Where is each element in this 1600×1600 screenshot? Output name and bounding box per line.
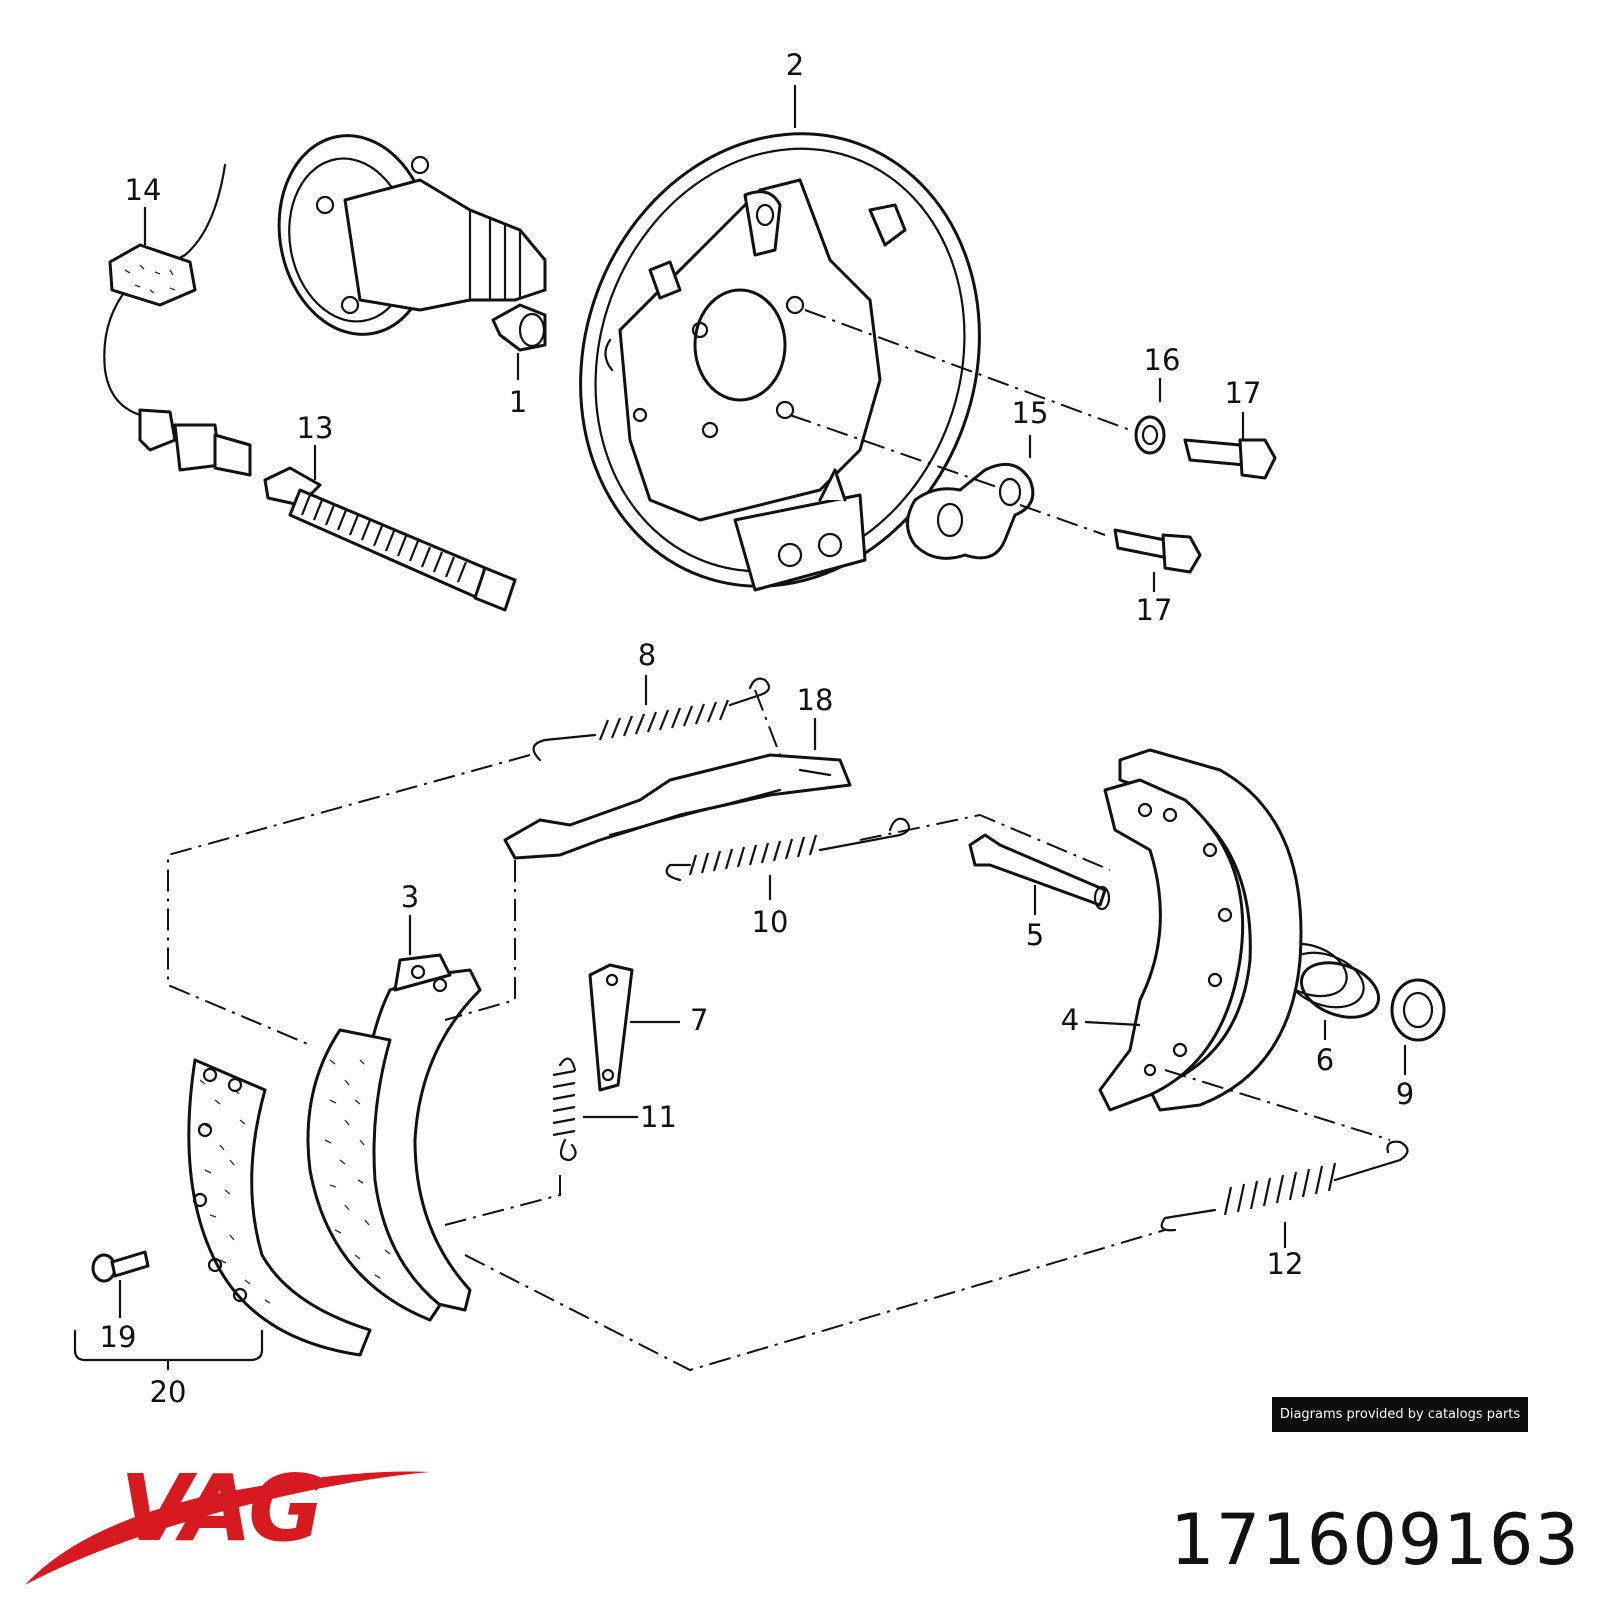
lock-washer bbox=[1134, 415, 1166, 455]
callout-5: 5 bbox=[1026, 918, 1044, 952]
callout-13: 13 bbox=[297, 411, 334, 445]
lever bbox=[588, 963, 634, 1092]
alignment-line bbox=[789, 414, 1001, 489]
callout-14: 14 bbox=[125, 173, 162, 207]
spring-upper bbox=[532, 677, 771, 762]
hold-down-pin bbox=[968, 833, 1111, 911]
callout-1: 1 bbox=[509, 385, 527, 419]
alignment-line bbox=[444, 860, 516, 1021]
brake-shoe-right bbox=[1098, 748, 1303, 1112]
alignment-line bbox=[804, 309, 1131, 431]
alignment-line bbox=[1019, 504, 1106, 536]
callout-6: 6 bbox=[1316, 1043, 1334, 1077]
bolt-upper bbox=[1183, 438, 1277, 480]
callout-16: 16 bbox=[1144, 343, 1181, 377]
logo-swoosh bbox=[25, 1471, 430, 1585]
spring-lower bbox=[1160, 1140, 1409, 1232]
logo-wordmark: VAG bbox=[120, 1455, 320, 1562]
rivet bbox=[91, 1250, 150, 1283]
callout-2: 2 bbox=[786, 48, 804, 82]
backing-plate bbox=[579, 132, 981, 592]
brake-shoe-left bbox=[306, 953, 482, 1322]
alignment-line bbox=[167, 754, 531, 1046]
callout-17-lower: 17 bbox=[1136, 593, 1173, 627]
strut-bar bbox=[503, 753, 852, 860]
alignment-line bbox=[1164, 1069, 1391, 1141]
adjuster-screw bbox=[263, 466, 517, 612]
spring-washer bbox=[1390, 978, 1446, 1042]
wheel-hub bbox=[277, 134, 547, 336]
spring-small bbox=[552, 1057, 577, 1162]
bolt-lower bbox=[1113, 528, 1202, 574]
alignment-line bbox=[754, 689, 781, 756]
callout-10: 10 bbox=[752, 905, 789, 939]
vag-logo: VAG bbox=[25, 1455, 430, 1585]
brake-lining bbox=[187, 1058, 372, 1357]
spring-middle bbox=[665, 817, 911, 882]
plug bbox=[491, 303, 547, 352]
callout-17-upper: 17 bbox=[1225, 376, 1262, 410]
alignment-line bbox=[444, 1175, 561, 1226]
credit-badge: Diagrams provided by catalogs parts bbox=[1272, 1397, 1528, 1432]
callout-7: 7 bbox=[690, 1003, 708, 1037]
alignment-line bbox=[464, 1229, 1166, 1372]
brake-cable bbox=[103, 163, 252, 477]
part-number: 171609163 bbox=[1170, 1499, 1580, 1581]
callout-3: 3 bbox=[401, 880, 419, 914]
callout-12: 12 bbox=[1267, 1247, 1304, 1281]
callout-19: 19 bbox=[100, 1320, 137, 1354]
callout-18: 18 bbox=[797, 683, 834, 717]
callout-15: 15 bbox=[1012, 396, 1049, 430]
callout-4: 4 bbox=[1061, 1003, 1079, 1037]
callout-20: 20 bbox=[150, 1375, 187, 1409]
callout-9: 9 bbox=[1396, 1077, 1414, 1111]
plate-bracket bbox=[906, 462, 1035, 560]
alignment-line bbox=[859, 813, 1111, 871]
callout-11: 11 bbox=[640, 1100, 677, 1134]
callout-8: 8 bbox=[638, 638, 656, 672]
